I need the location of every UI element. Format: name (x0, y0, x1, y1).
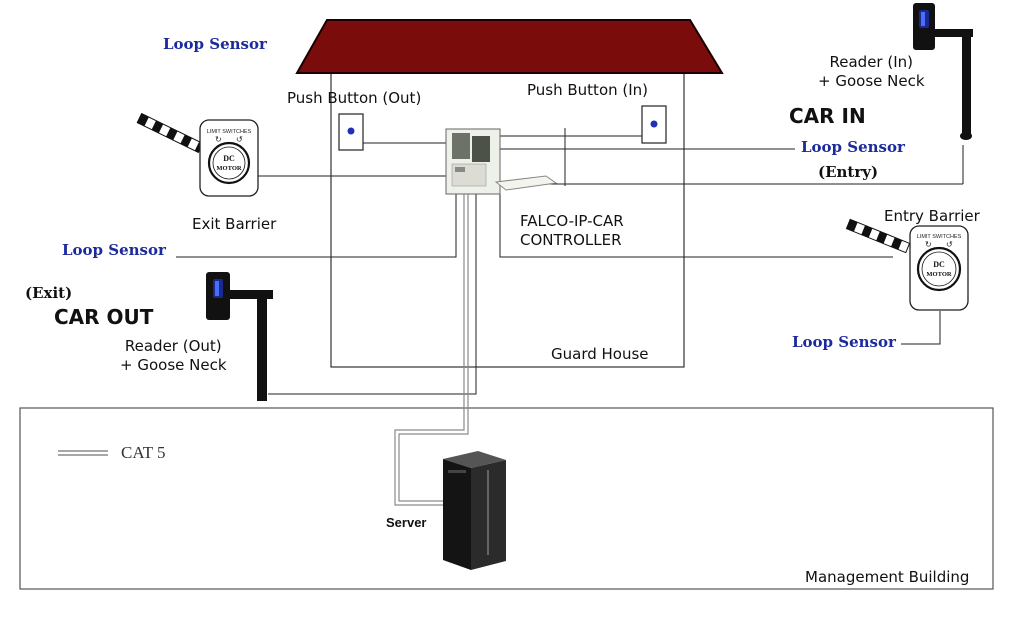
reader-in-label: Reader (In) + Goose Neck (818, 53, 925, 91)
management-building-outline (19, 407, 994, 590)
exit-barrier-label: Exit Barrier (192, 215, 277, 233)
guard-house-outline (330, 71, 685, 368)
push-button-out-label: Push Button (Out) (287, 89, 422, 107)
reader-in-line-1: Reader (In) (829, 53, 914, 71)
exit-tag-label: (Exit) (25, 284, 73, 302)
svg-text:↺: ↺ (946, 240, 953, 249)
entry-motor-motor: MOTOR (926, 271, 951, 278)
loop-sensor-entry-bottom-label: Loop Sensor (792, 333, 896, 351)
controller-label: FALCO-IP-CAR CONTROLLER (520, 212, 624, 250)
cat5-cable (394, 192, 469, 506)
push-button-out-dot (347, 127, 355, 135)
exit-barrier-icon: LIMIT SWITCHES ↻ ↺ DC MOTOR (136, 112, 259, 197)
reader-in-line-2: + Goose Neck (818, 72, 925, 90)
reader-out-line-1: Reader (Out) (124, 337, 222, 355)
loop-sensor-entry-top-label: Loop Sensor (801, 138, 905, 156)
reader-out-label: Reader (Out) + Goose Neck (120, 337, 227, 375)
controller-board-icon (445, 128, 558, 195)
svg-text:↻: ↻ (925, 240, 932, 249)
entry-barrier-label: Entry Barrier (884, 207, 980, 225)
exit-limit-switches: LIMIT SWITCHES (207, 129, 252, 135)
car-in-label: CAR IN (789, 104, 866, 128)
svg-text:↺: ↺ (236, 135, 243, 144)
reader-out-icon (206, 272, 273, 401)
controller-line-1: FALCO-IP-CAR (520, 212, 624, 230)
server-label: Server (386, 515, 427, 530)
push-button-in-label: Push Button (In) (527, 81, 649, 99)
push-button-out-icon (338, 113, 364, 151)
cat5-legend-label: CAT 5 (121, 443, 166, 462)
cables (176, 128, 964, 395)
controller-line-2: CONTROLLER (520, 231, 622, 249)
entry-limit-switches: LIMIT SWITCHES (917, 234, 962, 240)
entry-tag-label: (Entry) (818, 163, 879, 181)
exit-motor-motor: MOTOR (216, 165, 241, 172)
guard-house-roof (295, 19, 724, 74)
loop-sensor-exit-bottom-label: Loop Sensor (62, 241, 166, 259)
reader-out-line-2: + Goose Neck (120, 356, 227, 374)
management-building-label: Management Building (805, 568, 970, 586)
svg-text:↻: ↻ (215, 135, 222, 144)
entry-motor-dc: DC (933, 260, 945, 269)
cat5-legend-line (58, 450, 108, 456)
loop-sensor-exit-top-label: Loop Sensor (163, 35, 267, 53)
reader-in-icon (913, 3, 973, 140)
server-icon (443, 451, 506, 570)
exit-motor-dc: DC (223, 154, 235, 163)
car-out-label: CAR OUT (54, 305, 154, 329)
guard-house-label: Guard House (551, 345, 649, 363)
entry-barrier-icon: LIMIT SWITCHES ↻ ↺ DC MOTOR (845, 218, 969, 311)
push-button-in-dot (650, 120, 658, 128)
